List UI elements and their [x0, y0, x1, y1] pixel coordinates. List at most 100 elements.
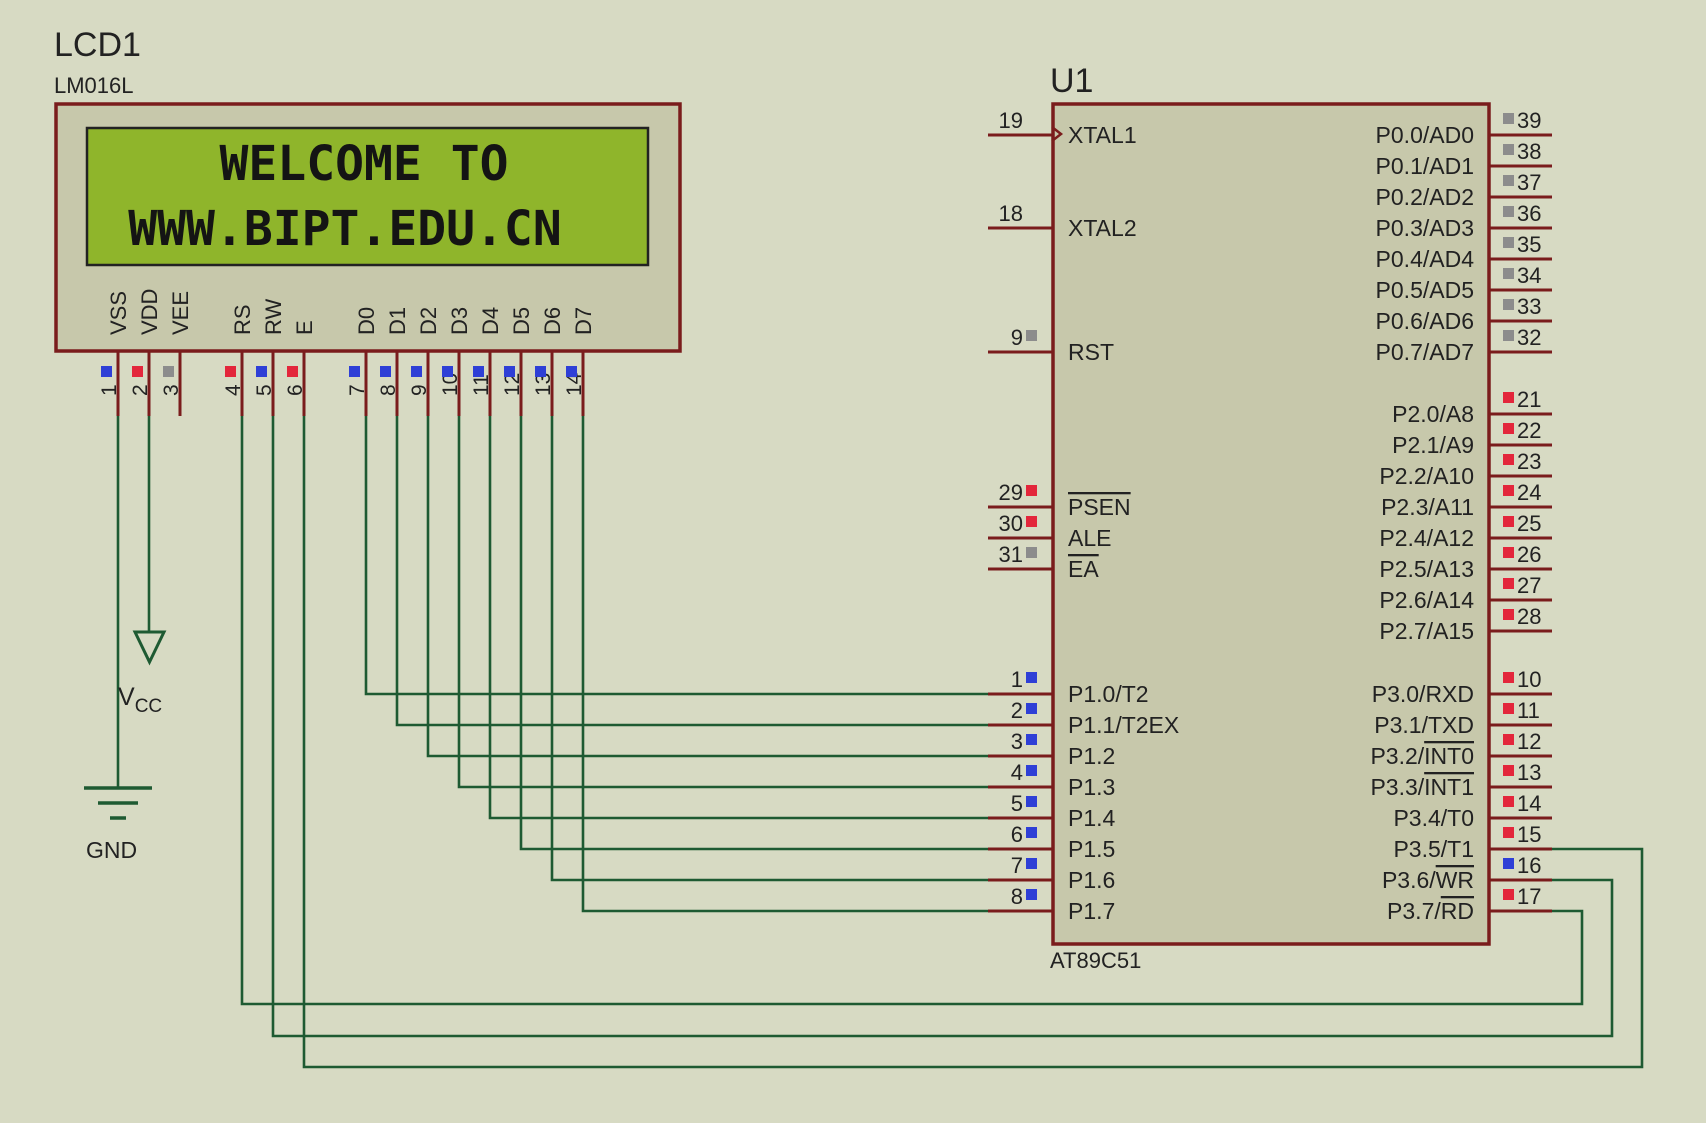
lcd-pin-name: D3	[447, 307, 472, 335]
mcu-pin-1[interactable]: 1P1.0/T2	[988, 667, 1149, 707]
mcu-pin-number: 31	[999, 542, 1023, 567]
mcu-pin-state-marker	[1026, 485, 1037, 496]
lcd-pin-rw[interactable]: RW5	[253, 299, 286, 416]
mcu-pin-state-marker	[1503, 454, 1514, 465]
mcu-pin-state-marker	[1503, 299, 1514, 310]
lcd-pin-d1[interactable]: D18	[377, 307, 410, 416]
wire-d7-p17	[581, 416, 988, 913]
lcd-pin-e[interactable]: E6	[284, 320, 317, 416]
mcu-pin-state-marker	[1503, 485, 1514, 496]
mcu-pin-name: P2.3/A11	[1381, 494, 1474, 520]
mcu-pin-name-text: P0.7/AD7	[1376, 339, 1474, 365]
mcu-pin-state-marker	[1503, 237, 1514, 248]
mcu-pin-number: 23	[1517, 449, 1541, 474]
mcu-pin-name: P0.7/AD7	[1376, 339, 1474, 365]
mcu-pin-name: P2.5/A13	[1379, 556, 1474, 582]
mcu-pin-name-text: P2.3/A11	[1381, 494, 1474, 520]
mcu-pin-number: 12	[1517, 729, 1541, 754]
lcd-pin-name: RS	[230, 304, 255, 335]
lcd-pin-d2[interactable]: D29	[408, 307, 441, 416]
mcu-pin-8[interactable]: 8P1.7	[988, 884, 1115, 924]
mcu-pin-name: P1.3	[1068, 774, 1115, 800]
lcd-component[interactable]: LCD1 LM016L WELCOME TO WWW.BIPT.EDU.CN V…	[54, 26, 682, 416]
lcd-pin-d0[interactable]: D07	[346, 307, 379, 416]
mcu-pin-number: 10	[1517, 667, 1541, 692]
mcu-pin-number: 1	[1011, 667, 1023, 692]
mcu-pin-number: 9	[1011, 325, 1023, 350]
mcu-pin-name-overline: WR	[1436, 867, 1474, 893]
mcu-pin-number: 8	[1011, 884, 1023, 909]
mcu-pin-number: 21	[1517, 387, 1541, 412]
mcu-pin-5[interactable]: 5P1.4	[988, 791, 1116, 831]
mcu-pin-state-marker	[1503, 206, 1514, 217]
mcu-pin-2[interactable]: 2P1.1/T2EX	[988, 698, 1179, 738]
mcu-pin-state-marker	[1503, 392, 1514, 403]
lcd-pin-state-marker	[256, 366, 267, 377]
mcu-pin-4[interactable]: 4P1.3	[988, 760, 1115, 800]
lcd-model-label: LM016L	[54, 73, 134, 98]
mcu-pin-name-text: P3.7/	[1387, 898, 1441, 924]
mcu-pin-state-marker	[1026, 858, 1037, 869]
mcu-pin-7[interactable]: 7P1.6	[988, 853, 1115, 893]
mcu-pin-number: 30	[999, 511, 1023, 536]
mcu-pin-3[interactable]: 3P1.2	[988, 729, 1115, 769]
mcu-component[interactable]: U1 AT89C51 19XTAL118XTAL29RST29PSEN30ALE…	[988, 62, 1552, 973]
lcd-pin-name: D4	[478, 307, 503, 335]
mcu-pin-name: P2.0/A8	[1392, 401, 1474, 427]
mcu-pin-state-marker	[1503, 672, 1514, 683]
mcu-ref-label: U1	[1050, 62, 1093, 100]
mcu-pin-number: 33	[1517, 294, 1541, 319]
lcd-pin-rs[interactable]: RS4	[222, 304, 255, 416]
lcd-pin-state-marker	[504, 366, 515, 377]
lcd-ref-label: LCD1	[54, 26, 141, 64]
mcu-pin-name-text: P0.0/AD0	[1376, 122, 1474, 148]
mcu-pin-state-marker	[1503, 796, 1514, 807]
mcu-pin-name-text: P2.0/A8	[1392, 401, 1474, 427]
clock-input-arrow-icon	[1051, 126, 1064, 142]
mcu-pin-state-marker	[1026, 330, 1037, 341]
mcu-pin-6[interactable]: 6P1.5	[988, 822, 1115, 862]
mcu-pin-name-text: P3.6/	[1382, 867, 1436, 893]
mcu-pin-state-marker	[1026, 889, 1037, 900]
lcd-pin-name: VEE	[168, 291, 193, 335]
